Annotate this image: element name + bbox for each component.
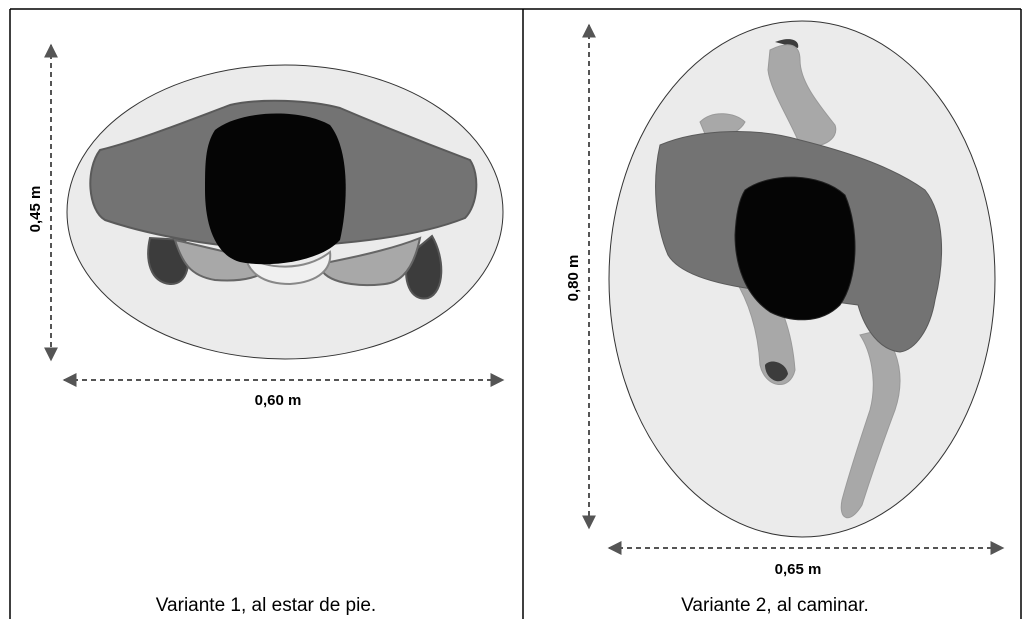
variant1-height-label: 0,45 m — [27, 186, 44, 233]
variant2-left-leg — [767, 44, 837, 147]
variant2-head — [734, 176, 856, 321]
variant1-right-forearm — [318, 236, 422, 286]
variant2-caption: Variante 2, al caminar. — [681, 595, 869, 616]
variant2-right-arm — [840, 329, 901, 518]
variant1-collar — [243, 250, 332, 286]
variant1-caption: Variante 1, al estar de pie. — [156, 595, 376, 616]
variant1-figure: 0,45 m 0,60 m Variante 1, al estar de pi… — [27, 43, 505, 616]
variant1-head — [205, 113, 346, 265]
variant2-width-label: 0,65 m — [775, 561, 822, 578]
variant2-height-label: 0,80 m — [565, 255, 582, 302]
variant2-figure: 0,80 m 0,65 m Variante 2, al caminar. — [565, 20, 1005, 616]
variant1-width-label: 0,60 m — [255, 392, 302, 409]
variant2-bottom-foot — [765, 361, 788, 382]
